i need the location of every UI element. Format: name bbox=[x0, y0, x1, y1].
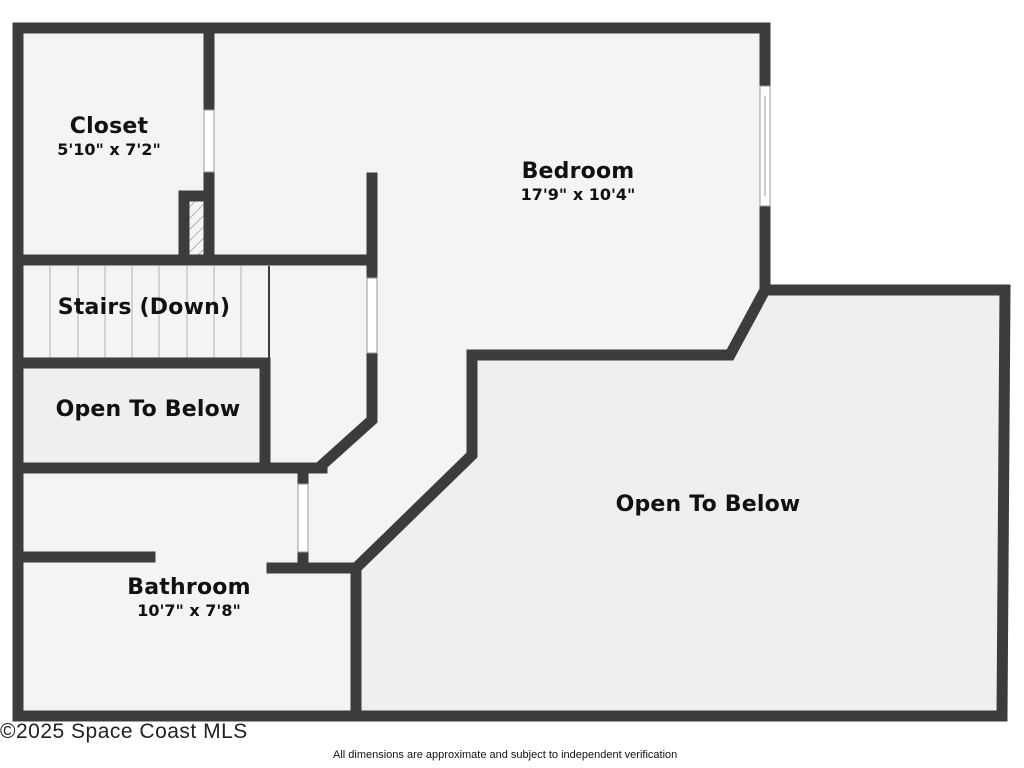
hall-doorway bbox=[366, 277, 378, 354]
openings bbox=[203, 85, 771, 553]
disclaimer-text: All dimensions are approximate and subje… bbox=[333, 749, 678, 761]
room-name: Open To Below bbox=[55, 397, 241, 422]
copyright-watermark: ©2025 Space Coast MLS bbox=[0, 720, 248, 743]
room-label-stairs: Stairs (Down) bbox=[58, 295, 230, 321]
room-label-open-below-small: Open To Below bbox=[56, 397, 241, 423]
room-name: Closet bbox=[69, 114, 149, 139]
room-name: Stairs (Down) bbox=[57, 295, 231, 320]
room-name: Bedroom bbox=[521, 159, 635, 184]
stairs-treads bbox=[49, 266, 270, 358]
room-label-closet: Closet 5'10" x 7'2" bbox=[57, 114, 161, 160]
room-dimensions: 10'7" x 7'8" bbox=[137, 601, 241, 620]
floor-open-below-large bbox=[356, 290, 1004, 716]
room-label-bathroom: Bathroom 10'7" x 7'8" bbox=[127, 575, 250, 621]
floor-open-below-small bbox=[18, 365, 266, 468]
bath-doorway bbox=[297, 483, 309, 553]
room-dimensions: 17'9" x 10'4" bbox=[520, 185, 636, 204]
closet-doorway bbox=[203, 109, 215, 173]
room-label-open-below-large: Open To Below bbox=[616, 492, 801, 518]
room-dimensions: 5'10" x 7'2" bbox=[57, 140, 161, 159]
room-name: Bathroom bbox=[127, 575, 251, 600]
room-name: Open To Below bbox=[615, 492, 801, 517]
walls bbox=[12, 22, 1011, 722]
hatched-column bbox=[189, 201, 204, 256]
room-label-bedroom: Bedroom 17'9" x 10'4" bbox=[521, 159, 636, 205]
